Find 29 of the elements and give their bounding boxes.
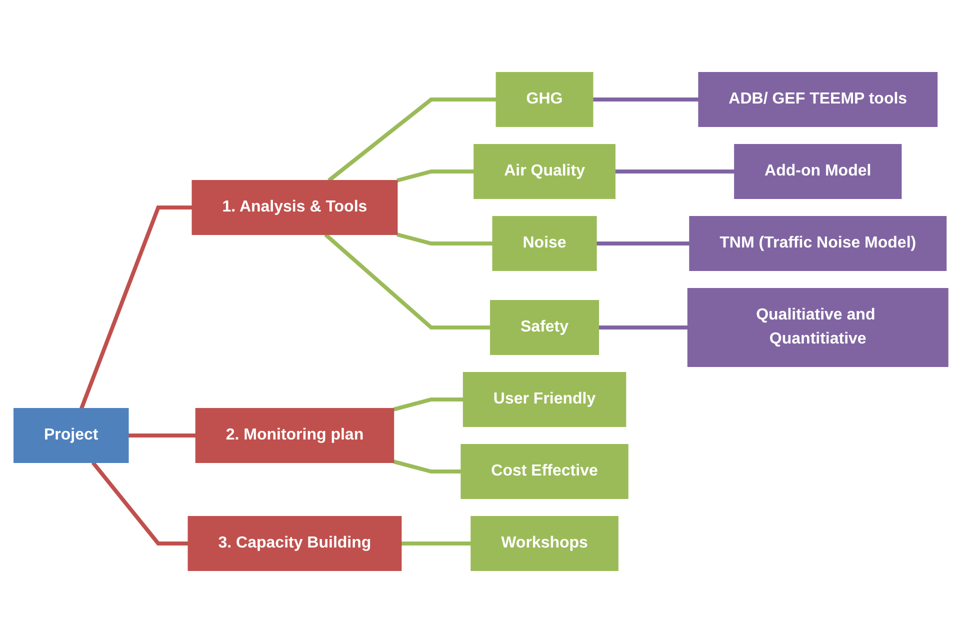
node-box: Qualitiative and Quantitiative <box>687 288 948 367</box>
connector <box>596 242 690 246</box>
node-box: 2. Monitoring plan <box>195 408 394 463</box>
connector <box>401 542 472 546</box>
node-box: ADB/ GEF TEEMP tools <box>698 72 938 127</box>
connector <box>393 460 462 474</box>
node-box: Safety <box>490 300 600 355</box>
connector <box>592 98 699 102</box>
connector <box>128 434 196 438</box>
connector <box>324 233 491 330</box>
connector <box>328 98 496 182</box>
node-box: 3. Capacity Building <box>188 516 402 571</box>
node-box: GHG <box>496 72 594 127</box>
connector <box>393 398 464 412</box>
node-box: User Friendly <box>462 372 626 427</box>
connector <box>91 461 188 546</box>
node-box: Add-on Model <box>734 144 902 199</box>
node-box: TNM (Traffic Noise Model) <box>689 216 947 271</box>
node-box: 1. Analysis & Tools <box>192 180 398 235</box>
connector <box>80 206 192 410</box>
connector <box>615 170 735 174</box>
connector <box>396 170 474 182</box>
connector <box>396 232 493 246</box>
node-box: Project <box>14 408 129 463</box>
node-box: Workshops <box>470 516 618 571</box>
node-box: Cost Effective <box>460 444 628 499</box>
connector <box>598 326 688 330</box>
node-box: Noise <box>492 216 597 271</box>
node-box: Air Quality <box>474 144 616 199</box>
